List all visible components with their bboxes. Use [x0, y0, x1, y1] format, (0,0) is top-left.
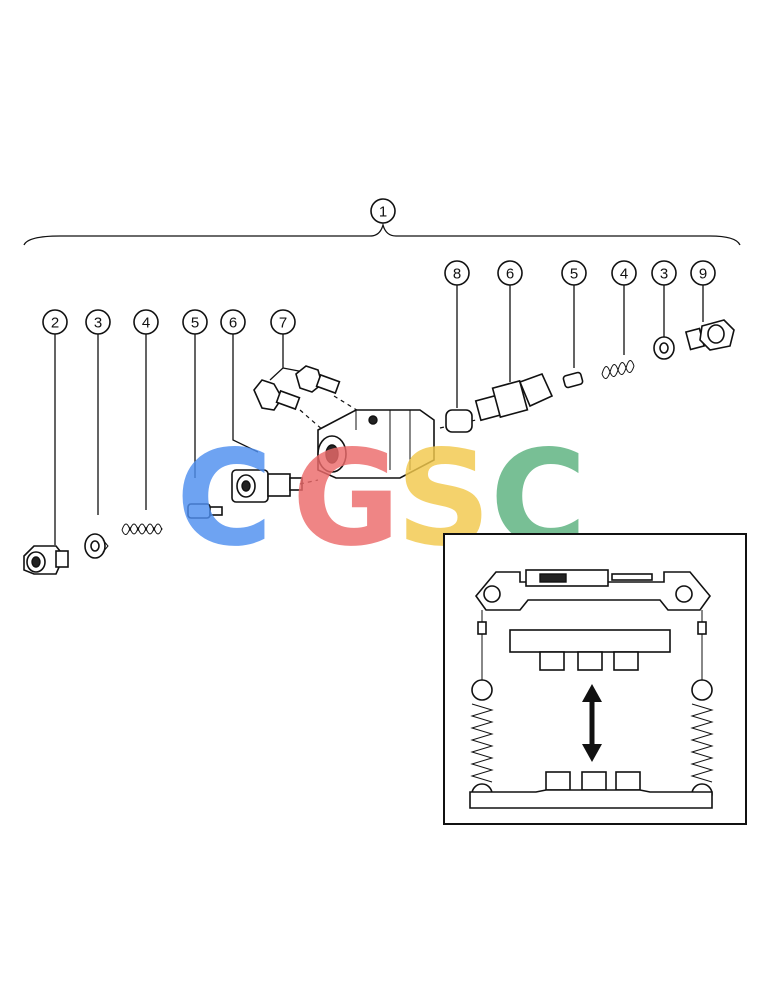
watermark-letter-c1: C	[176, 422, 273, 576]
callout-left-3-label: 3	[94, 315, 102, 332]
callout-left-2-label: 2	[51, 315, 59, 332]
callout-left-4: 4	[133, 309, 159, 510]
part-6-right-valve-body	[474, 372, 554, 422]
callout-left-2: 2	[42, 309, 68, 545]
part-9-hex-nut	[684, 319, 735, 351]
callout-right-3-label: 3	[660, 266, 668, 283]
callout-left-5: 5	[182, 309, 208, 478]
callout-right-4-label: 4	[620, 266, 628, 283]
callout-1: 1	[370, 198, 396, 224]
callout-right-6-label: 6	[506, 266, 514, 283]
part-5-valve-pin	[187, 503, 223, 519]
callout-1-label: 1	[379, 204, 387, 221]
callout-right-9: 9	[690, 260, 716, 322]
part-8-cap	[445, 409, 473, 433]
callout-right-8-label: 8	[453, 266, 461, 283]
callout-right-3: 3	[651, 260, 677, 338]
inset-panel	[443, 533, 747, 825]
watermark-letter-g: G	[292, 422, 400, 576]
part-7-fitting-lower	[253, 379, 301, 411]
valve-housing	[317, 409, 435, 479]
callout-right-6: 6	[497, 260, 523, 382]
callout-left-3: 3	[85, 309, 111, 515]
part-5-right-valve-pin	[562, 371, 584, 389]
callout-right-4: 4	[611, 260, 637, 355]
part-4-right-spring	[601, 360, 635, 379]
part-3-washer	[84, 533, 109, 559]
callout-left-5-label: 5	[191, 315, 199, 332]
callout-right-5-label: 5	[570, 266, 578, 283]
callout-right-8: 8	[444, 260, 470, 408]
part-7-fitting-upper	[295, 365, 341, 395]
watermark: C G S C	[176, 422, 587, 576]
callout-left-7: 7	[269, 309, 305, 381]
assembly-bracket	[23, 222, 741, 246]
part-2-hex-nut	[23, 545, 69, 575]
part-4-spring	[121, 523, 163, 535]
callout-left-6-label: 6	[229, 315, 237, 332]
part-3-right-washer	[653, 336, 675, 360]
callout-left-7-label: 7	[279, 315, 287, 332]
callout-left-4-label: 4	[142, 315, 150, 332]
callout-right-9-label: 9	[699, 266, 707, 283]
up-down-arrow-icon	[582, 684, 602, 762]
part-6-valve-body	[231, 469, 303, 503]
callout-left-6: 6	[220, 309, 259, 453]
callout-right-5: 5	[561, 260, 587, 368]
